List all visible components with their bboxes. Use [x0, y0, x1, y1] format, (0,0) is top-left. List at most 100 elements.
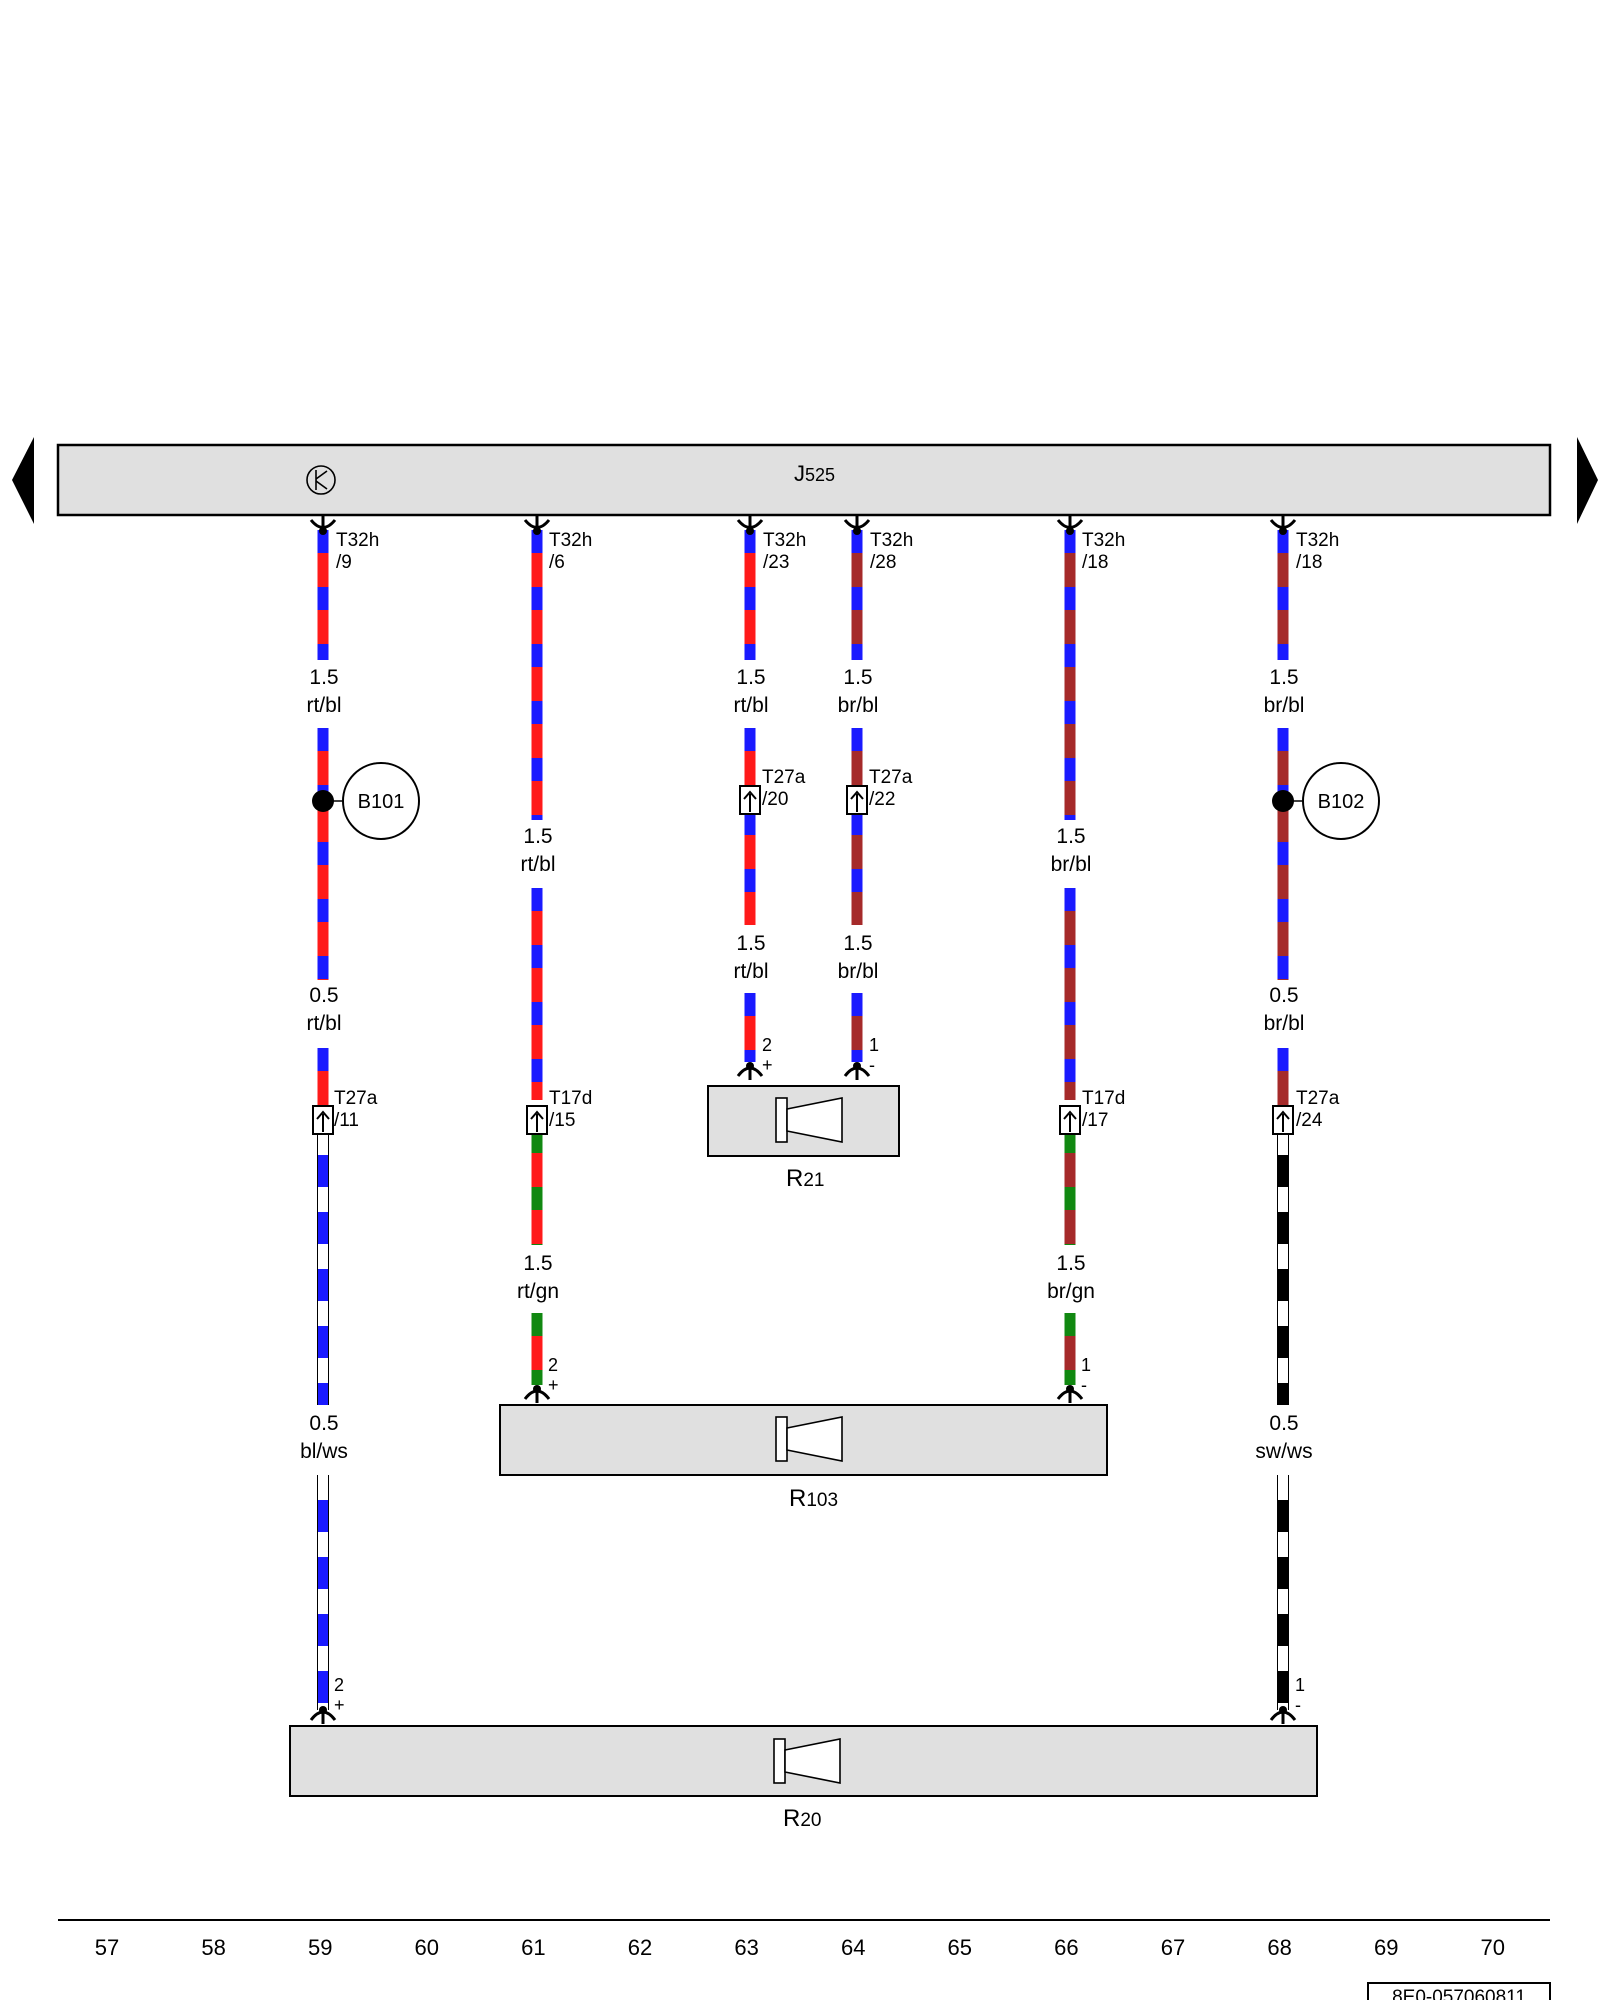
top-connectors-group [309, 516, 1297, 535]
ruler-number: 68 [1267, 1935, 1291, 1960]
pin-label: 1- [1295, 1675, 1305, 1715]
ruler-number: 65 [948, 1935, 972, 1960]
pin-label: 1- [1081, 1355, 1091, 1395]
ruler-number: 60 [415, 1935, 439, 1960]
control-unit-label: J525 [794, 461, 835, 486]
speaker-icon [775, 1097, 843, 1143]
wire-segment [317, 1475, 329, 1710]
wire-segment [744, 728, 756, 790]
junction-label: B102 [1318, 791, 1365, 813]
wire-segment [531, 1313, 543, 1385]
inline-connector-icon [846, 785, 868, 815]
wire-segment [1064, 1313, 1076, 1385]
pin-label: 1- [869, 1035, 879, 1075]
ruler-number: 66 [1054, 1935, 1078, 1960]
inline-connector-icon [526, 1105, 548, 1135]
speaker-r21-label: R21 [786, 1165, 824, 1192]
speaker-r103-label: R103 [789, 1485, 838, 1512]
junction-label: B101 [358, 791, 405, 813]
ruler-number: 67 [1161, 1935, 1185, 1960]
connector-label: T27a/11 [334, 1088, 378, 1131]
connector-label: T17d/17 [1082, 1088, 1125, 1131]
wire-segment [1277, 530, 1289, 660]
speaker-icon [773, 1738, 841, 1784]
ruler-number: 70 [1481, 1935, 1505, 1960]
ruler-number: 62 [628, 1935, 652, 1960]
wire-segment [1064, 530, 1076, 820]
doc-number-box [1367, 1982, 1551, 2000]
component-pin-icon [736, 1062, 764, 1080]
wire-segment [744, 530, 756, 660]
wire-segment [1064, 1130, 1076, 1245]
pin-label: 2+ [334, 1675, 345, 1715]
connector-terminal-icon [1269, 516, 1297, 535]
connector-label: T32h/28 [870, 530, 913, 573]
connector-terminal-icon [309, 516, 337, 535]
connector-label: T32h/9 [336, 530, 379, 573]
ruler-number: 58 [201, 1935, 225, 1960]
component-pin-icon [1269, 1706, 1297, 1724]
transistor-icon [306, 465, 336, 495]
ruler-number: 61 [521, 1935, 545, 1960]
connector-terminal-icon [736, 516, 764, 535]
ruler-number: 57 [95, 1935, 119, 1960]
connector-label: T32h/18 [1082, 530, 1125, 573]
inline-connectors-group [312, 785, 1294, 1135]
wire-segment [1277, 728, 1289, 980]
wire-segment [1277, 1130, 1289, 1405]
ruler-number: 64 [841, 1935, 865, 1960]
doc-number: 8E0-057060811 [1392, 1987, 1526, 2000]
connector-label: T27a/22 [869, 767, 913, 810]
wire-segment [1277, 1048, 1289, 1115]
junction-b101: B101 [312, 762, 420, 840]
wire-segment [531, 888, 543, 1100]
wire-segment [851, 812, 863, 925]
ruler-number: 59 [308, 1935, 332, 1960]
inline-connector-icon [1059, 1105, 1081, 1135]
pin-label: 2+ [548, 1355, 559, 1395]
component-pin-icon [523, 1385, 551, 1403]
wire-segment [1277, 1475, 1289, 1710]
wire-segment [744, 812, 756, 925]
component-pin-icon [1056, 1385, 1084, 1403]
wire-segment [851, 530, 863, 660]
connector-label: T17d/15 [549, 1088, 592, 1131]
connector-terminal-icon [843, 516, 871, 535]
wire-segment [317, 1048, 329, 1115]
connector-terminal-icon [523, 516, 551, 535]
wire-segment [851, 993, 863, 1062]
prev-page-arrow[interactable] [12, 437, 34, 524]
inline-connector-icon [739, 785, 761, 815]
wire-segment [744, 993, 756, 1062]
wire-segment [1064, 888, 1076, 1100]
component-pins-group [309, 1062, 1297, 1724]
speaker-icon [775, 1416, 843, 1462]
inline-connector-icon [1272, 1105, 1294, 1135]
connector-label: T27a/24 [1296, 1088, 1340, 1131]
wire-segment [317, 728, 329, 980]
connector-label: T27a/20 [762, 767, 806, 810]
component-pin-icon [843, 1062, 871, 1080]
next-page-arrow[interactable] [1577, 437, 1598, 524]
ruler-number: 63 [734, 1935, 758, 1960]
inline-connector-icon [312, 1105, 334, 1135]
wire-segment [317, 530, 329, 660]
connector-terminal-icon [1056, 516, 1084, 535]
junction-b102: B102 [1272, 762, 1380, 840]
connector-label: T32h/6 [549, 530, 592, 573]
wire-segment [531, 530, 543, 820]
component-pin-icon [309, 1706, 337, 1724]
